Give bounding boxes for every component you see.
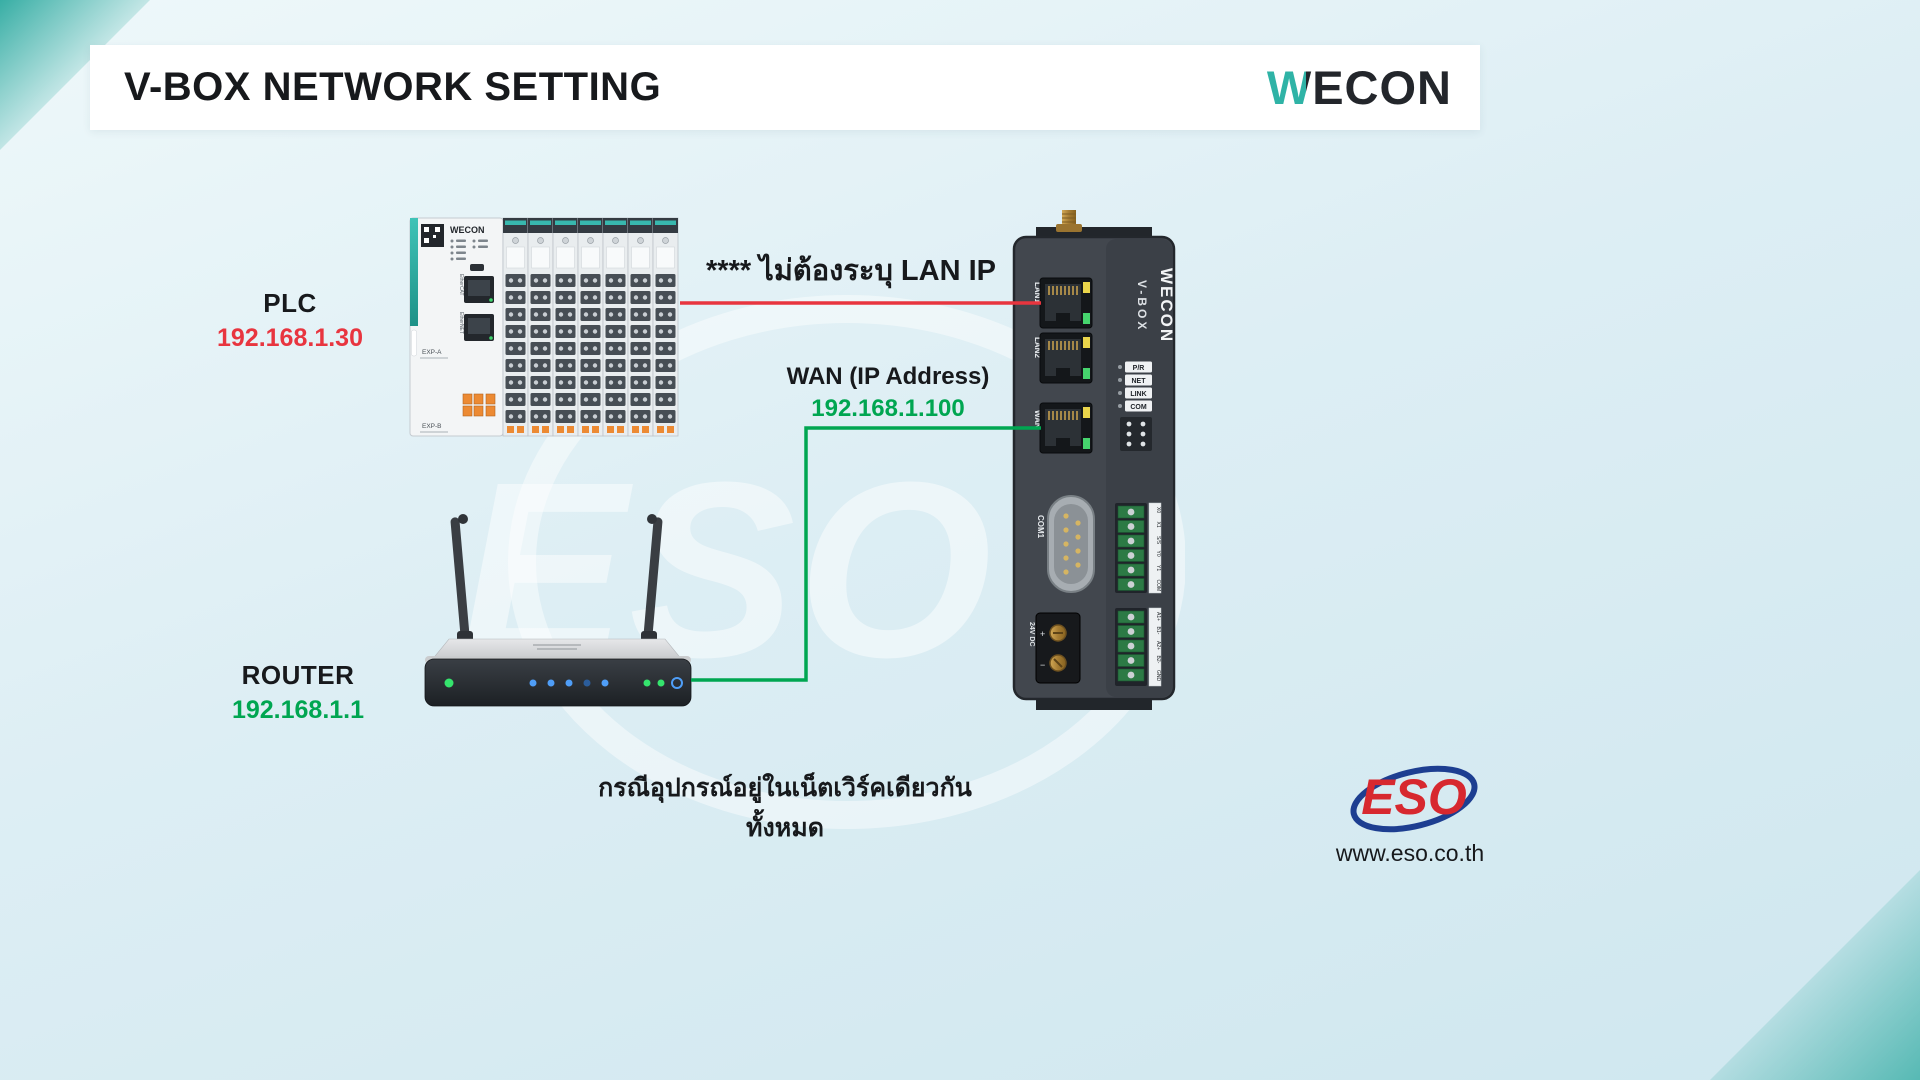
- vbox-com-label: COM1: [1036, 515, 1045, 539]
- plc-ethernet-port-1: [464, 276, 494, 303]
- eso-logo: ESO: [1348, 752, 1480, 842]
- plc-brand-text: WECON: [450, 225, 485, 235]
- svg-text:+: +: [1040, 629, 1045, 639]
- plc-exp-a-label: EXP-A: [422, 349, 442, 356]
- eso-logo-text: ESO: [1361, 769, 1467, 825]
- website-text: www.eso.co.th: [1335, 840, 1485, 866]
- svg-text:COM: COM: [1155, 580, 1161, 592]
- plc-ip: 192.168.1.30: [217, 324, 363, 352]
- router-label: ROUTER: [241, 660, 355, 690]
- vbox-brand-text: WECON: [1157, 268, 1176, 343]
- svg-text:A1+: A1+: [1155, 612, 1161, 621]
- vbox-antenna-connector: [1056, 210, 1082, 232]
- plc-io-modules: [503, 218, 678, 436]
- svg-text:−: −: [1040, 660, 1045, 670]
- page-title: V-BOX NETWORK SETTING: [124, 65, 662, 109]
- plc-illustration: WECON EtherCAT EtherNET: [408, 208, 680, 443]
- svg-text:B1-: B1-: [1155, 627, 1161, 635]
- plc-port-label-ethercat: EtherCAT: [458, 274, 464, 296]
- bottom-note: กรณีอุปกรณ์อยู่ในเน็ตเวิร์คเดียวกันทั้งห…: [598, 774, 972, 842]
- vbox-lan1-port: [1039, 277, 1093, 329]
- vbox-wan-label: WAN: [1033, 410, 1042, 429]
- svg-text:Y0: Y0: [1155, 551, 1161, 557]
- vbox-model-text: V-BOX: [1135, 280, 1149, 332]
- svg-text:Y1: Y1: [1155, 565, 1161, 571]
- router-front-face: [424, 658, 692, 707]
- vbox-illustration: WECON V-BOX LAN1 LAN2 WAN P/R NET LINK C…: [1008, 210, 1180, 715]
- vbox-dip-switches: [1120, 417, 1152, 451]
- router-illustration: [415, 503, 700, 710]
- lan-note: **** ไม่ต้องระบุ LAN IP: [706, 255, 996, 287]
- plc-label: PLC: [263, 288, 317, 318]
- router-wan-connection-line: [691, 426, 1041, 682]
- svg-text:X0: X0: [1155, 507, 1161, 513]
- router-antenna-left: [450, 514, 473, 647]
- svg-text:GND: GND: [1155, 670, 1161, 682]
- eso-logo-ring: [1350, 765, 1478, 833]
- wecon-logo: WECON: [1266, 61, 1452, 114]
- svg-text:S/S: S/S: [1155, 536, 1161, 545]
- vbox-com-port: [1047, 495, 1095, 593]
- svg-text:P/R: P/R: [1133, 365, 1145, 372]
- header-bar: V-BOX NETWORK SETTING WECON: [90, 45, 1480, 130]
- plc-led-labels: [450, 239, 488, 261]
- vbox-power-terminal: 24V DC + −: [1028, 612, 1081, 684]
- svg-text:NET: NET: [1132, 378, 1147, 385]
- plc-cpu-module: WECON EtherCAT EtherNET: [409, 217, 504, 437]
- corner-accent-bottom-right: [1710, 870, 1920, 1080]
- router-leds: [444, 677, 683, 689]
- vbox-io-terminal-bottom: A1+ B1- A2+ B2- GND: [1115, 607, 1162, 687]
- wan-ip: 192.168.1.100: [811, 395, 965, 422]
- plc-label-group: PLC 192.168.1.30: [185, 288, 395, 353]
- vbox-indicators: P/R NET LINK COM: [1118, 361, 1152, 412]
- svg-text:COM: COM: [1130, 404, 1147, 411]
- vbox-lan2-label: LAN2: [1033, 337, 1042, 358]
- wan-title: WAN (IP Address): [786, 363, 990, 390]
- router-antenna-right: [641, 514, 663, 647]
- vbox-io-terminal-top: X0 X1 S/S Y0 Y1 COM: [1115, 502, 1162, 594]
- router-ip: 192.168.1.1: [231, 696, 365, 724]
- vbox-lan1-label: LAN1: [1033, 282, 1042, 303]
- plc-ethernet-port-2: [464, 314, 494, 341]
- vbox-power-label: 24V DC: [1028, 622, 1035, 647]
- svg-text:A2+: A2+: [1155, 641, 1161, 650]
- plc-port-label-ethernet: EtherNET: [458, 312, 464, 334]
- plc-power-connectors: [462, 393, 496, 417]
- wan-annotation: WAN (IP Address) 192.168.1.100: [782, 363, 994, 423]
- svg-text:X1: X1: [1155, 522, 1161, 528]
- svg-text:LINK: LINK: [1130, 391, 1146, 398]
- vbox-lan2-port: [1039, 332, 1093, 384]
- plc-exp-b-label: EXP-B: [422, 423, 442, 430]
- svg-text:B2-: B2-: [1155, 656, 1161, 664]
- vbox-wan-port: [1039, 402, 1093, 454]
- router-label-group: ROUTER 192.168.1.1: [193, 660, 403, 725]
